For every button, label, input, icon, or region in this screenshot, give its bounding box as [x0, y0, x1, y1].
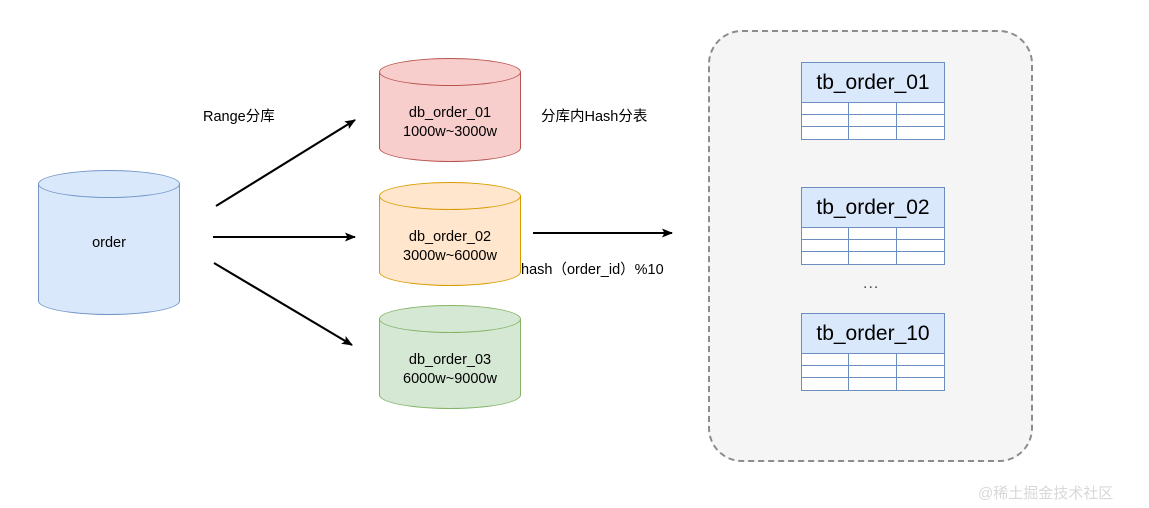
tables-panel: tb_order_01 tb_order_02	[708, 30, 1033, 462]
table-cell	[849, 366, 897, 378]
table-header-label: tb_order_02	[802, 188, 944, 228]
table-cell	[896, 240, 944, 252]
table-cell	[802, 252, 850, 264]
table-cell	[849, 103, 897, 115]
source-database-cylinder: order	[38, 170, 180, 315]
cylinder-top	[379, 305, 521, 333]
table-cell	[849, 115, 897, 127]
table-cell	[896, 115, 944, 127]
database-cylinder-db-order-03: db_order_03 6000w~9000w	[379, 305, 521, 409]
table-cell	[896, 252, 944, 264]
database-name-label: db_order_01	[408, 105, 492, 121]
database-range-label: 6000w~9000w	[403, 371, 497, 387]
hash-formula-label: hash（order_id）%10	[521, 262, 664, 278]
table-tb-order-01: tb_order_01	[801, 62, 945, 140]
cylinder-top	[379, 182, 521, 210]
table-cell	[802, 354, 850, 366]
table-cell	[802, 378, 850, 390]
table-cell	[802, 115, 850, 127]
table-cell	[896, 127, 944, 139]
arrow-to-db-01	[215, 119, 356, 207]
table-cell	[849, 252, 897, 264]
table-cell	[849, 378, 897, 390]
database-cylinder-db-order-01: db_order_01 1000w~3000w	[379, 58, 521, 162]
table-cell	[849, 240, 897, 252]
table-grid	[802, 354, 944, 390]
watermark: @稀土掘金技术社区	[978, 485, 1114, 502]
table-tb-order-10: tb_order_10	[801, 313, 945, 391]
table-cell	[896, 228, 944, 240]
table-grid	[802, 103, 944, 139]
hash-sharding-label: 分库内Hash分表	[541, 109, 648, 125]
table-cell	[802, 127, 850, 139]
cylinder-bottom	[38, 300, 180, 315]
cylinder-top	[38, 170, 180, 198]
range-sharding-label: Range分库	[203, 109, 275, 125]
table-cell	[849, 354, 897, 366]
database-name-label: db_order_03	[408, 352, 492, 368]
database-range-label: 3000w~6000w	[403, 248, 497, 264]
table-cell	[849, 127, 897, 139]
database-name-label: db_order_02	[408, 229, 492, 245]
table-cell	[896, 354, 944, 366]
cylinder-bottom	[379, 147, 521, 162]
table-grid	[802, 228, 944, 264]
cylinder-top	[379, 58, 521, 86]
tables-ellipsis: ...	[863, 275, 880, 292]
table-tb-order-02: tb_order_02	[801, 187, 945, 265]
cylinder-bottom	[379, 271, 521, 286]
cylinder-body	[38, 184, 180, 301]
table-cell	[896, 366, 944, 378]
table-cell	[802, 240, 850, 252]
table-cell	[896, 378, 944, 390]
table-cell	[896, 103, 944, 115]
database-cylinder-db-order-02: db_order_02 3000w~6000w	[379, 182, 521, 286]
table-cell	[802, 366, 850, 378]
database-range-label: 1000w~3000w	[403, 124, 497, 140]
table-cell	[802, 228, 850, 240]
source-database-label: order	[92, 235, 126, 251]
table-cell	[802, 103, 850, 115]
table-header-label: tb_order_01	[802, 63, 944, 103]
table-header-label: tb_order_10	[802, 314, 944, 354]
cylinder-bottom	[379, 394, 521, 409]
table-cell	[849, 228, 897, 240]
arrow-to-db-03	[213, 262, 353, 346]
